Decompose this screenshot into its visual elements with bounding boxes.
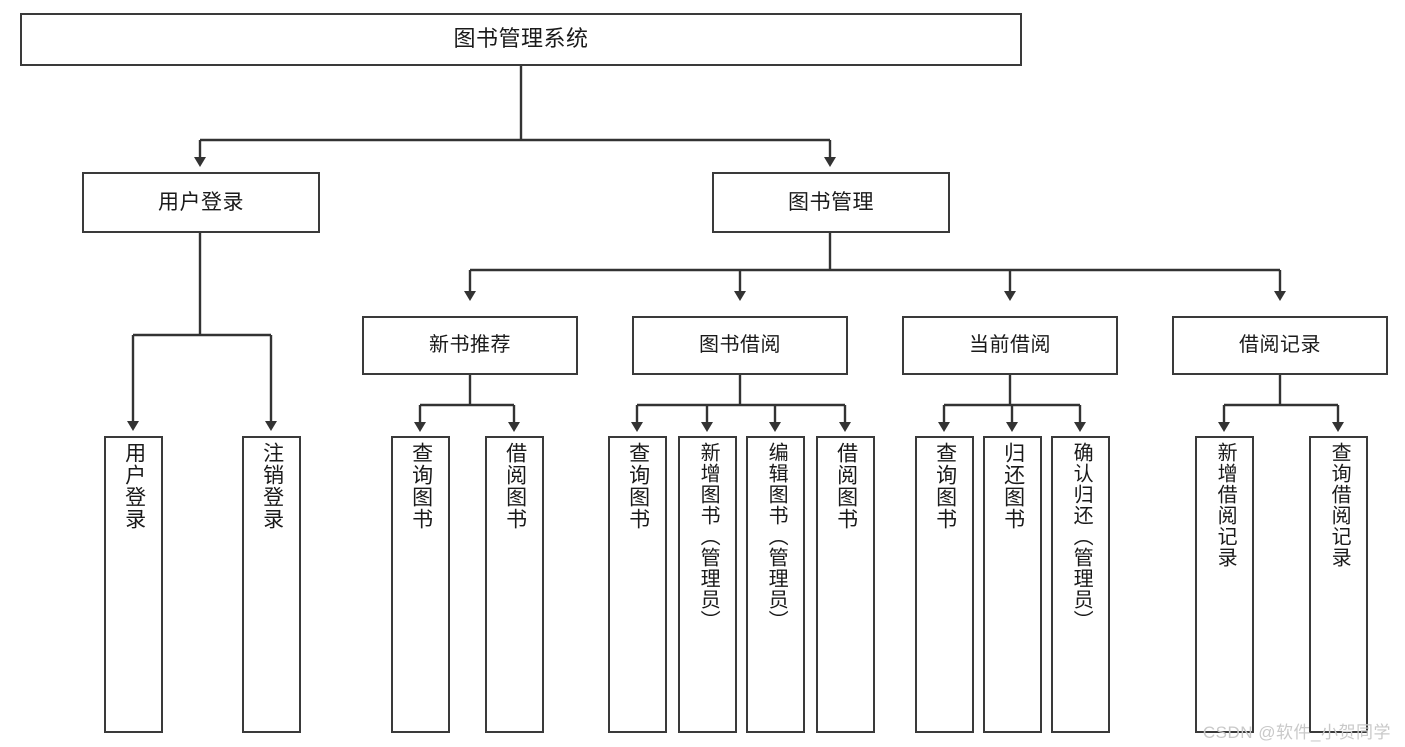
leaf-query-book-1-label: 查询图书 [409,442,433,530]
node-book-borrow[interactable]: 图书借阅 [632,316,848,375]
leaf-edit-book[interactable]: 编辑图书（管理员） [746,436,805,733]
leaf-query-book-2-label: 查询图书 [626,442,650,530]
node-current-borrow[interactable]: 当前借阅 [902,316,1118,375]
node-borrow-record-label: 借阅记录 [1239,334,1321,357]
node-user-login[interactable]: 用户登录 [82,172,320,233]
leaf-logout-login-label: 注销登录 [260,442,284,530]
leaf-borrow-book-1-label: 借阅图书 [503,442,527,530]
leaf-edit-book-label: 编辑图书（管理员） [765,442,788,631]
leaf-add-record-label: 新增借阅记录 [1214,442,1237,568]
leaf-query-book-2[interactable]: 查询图书 [608,436,667,733]
node-book-management[interactable]: 图书管理 [712,172,950,233]
leaf-query-book-3-label: 查询图书 [933,442,957,530]
node-current-borrow-label: 当前借阅 [969,334,1051,357]
leaf-query-book-3[interactable]: 查询图书 [915,436,974,733]
leaf-query-record-label: 查询借阅记录 [1328,442,1351,568]
leaf-user-login-label: 用户登录 [122,442,146,530]
node-new-book-recommend-label: 新书推荐 [429,334,511,357]
node-user-login-label: 用户登录 [158,190,244,214]
node-book-borrow-label: 图书借阅 [699,334,781,357]
node-root-label: 图书管理系统 [453,26,589,52]
node-borrow-record[interactable]: 借阅记录 [1172,316,1388,375]
leaf-add-book[interactable]: 新增图书（管理员） [678,436,737,733]
node-book-management-label: 图书管理 [788,190,874,214]
leaf-user-login[interactable]: 用户登录 [104,436,163,733]
leaf-query-book-1[interactable]: 查询图书 [391,436,450,733]
leaf-borrow-book-1[interactable]: 借阅图书 [485,436,544,733]
leaf-return-book-label: 归还图书 [1001,442,1025,530]
leaf-query-record[interactable]: 查询借阅记录 [1309,436,1368,733]
leaf-add-book-label: 新增图书（管理员） [697,442,720,631]
leaf-add-record[interactable]: 新增借阅记录 [1195,436,1254,733]
leaf-return-book[interactable]: 归还图书 [983,436,1042,733]
node-root[interactable]: 图书管理系统 [20,13,1022,66]
node-new-book-recommend[interactable]: 新书推荐 [362,316,578,375]
leaf-borrow-book-2[interactable]: 借阅图书 [816,436,875,733]
watermark: CSDN @软件_小贺同学 [1202,723,1391,742]
leaf-confirm-return-label: 确认归还（管理员） [1070,442,1093,631]
leaf-borrow-book-2-label: 借阅图书 [834,442,858,530]
leaf-logout-login[interactable]: 注销登录 [242,436,301,733]
leaf-confirm-return[interactable]: 确认归还（管理员） [1051,436,1110,733]
